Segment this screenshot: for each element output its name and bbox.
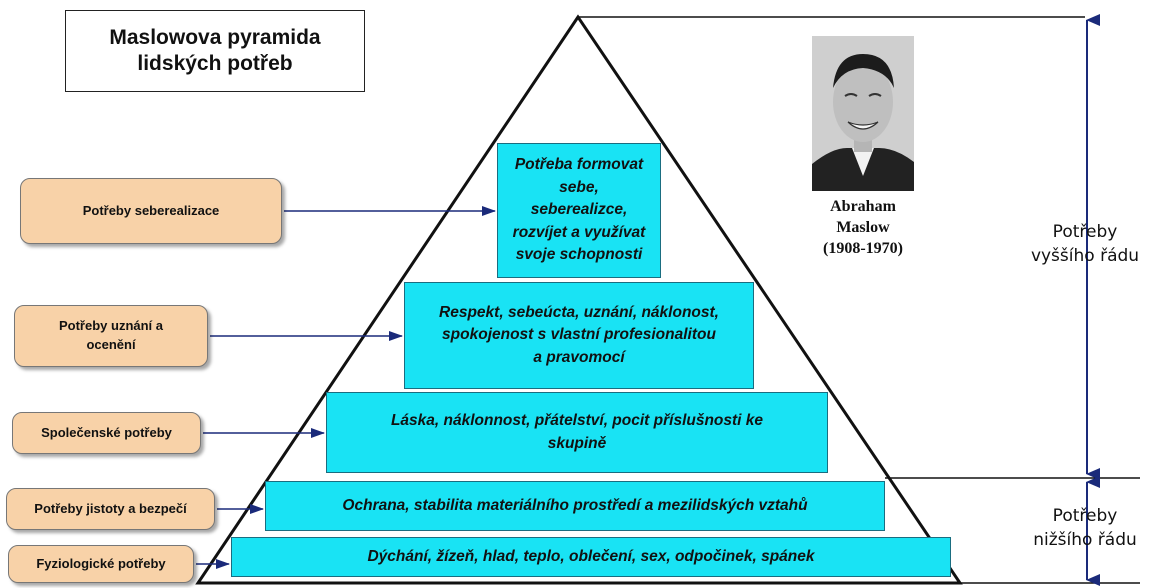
level-text: a pravomocí: [533, 348, 625, 366]
level-text: Ochrana, stabilita materiálního prostřed…: [342, 496, 808, 514]
caption-years: (1908-1970): [823, 239, 903, 257]
diagram-title-box: Maslowova pyramida lidských potřeb: [65, 10, 365, 92]
level-text: svoje schopnosti: [515, 246, 643, 264]
need-label: Fyziologické potřeby: [36, 555, 166, 571]
need-esteem: Potřeby uznání a ocenění: [14, 305, 208, 367]
level-text: Potřeba formovat: [514, 156, 644, 174]
level-text: Dýchání, žízeň, hlad, teplo, oblečení, s…: [367, 547, 815, 565]
need-label: ocenění: [86, 337, 136, 352]
need-safety: Potřeby jistoty a bezpečí: [6, 488, 215, 530]
portrait-caption: Abraham Maslow (1908-1970): [790, 197, 936, 259]
level-text: skupině: [547, 434, 607, 452]
label-line: nižšího řádu: [1033, 529, 1137, 550]
need-self-actualization: Potřeby seberealizace: [20, 178, 282, 244]
need-physiological: Fyziologické potřeby: [8, 545, 194, 583]
pyramid-level-safety: Ochrana, stabilita materiálního prostřed…: [265, 481, 885, 531]
label-line: vyššího řádu: [1030, 245, 1140, 266]
level-text: spokojenost s vlastní profesionalitou: [442, 326, 716, 344]
caption-last-name: Maslow: [836, 218, 890, 236]
level-text: Láska, náklonnost, přátelství, pocit pří…: [390, 412, 764, 430]
title-line-2: lidských potřeb: [137, 52, 293, 75]
need-label: Potřeby jistoty a bezpečí: [34, 500, 187, 516]
pyramid-level-self-actualization: Potřeba formovat sebe, seberealizce, roz…: [497, 143, 661, 278]
title-line-1: Maslowova pyramida: [109, 25, 321, 49]
pyramid-level-physiological: Dýchání, žízeň, hlad, teplo, oblečení, s…: [231, 537, 951, 577]
level-text: sebe,: [559, 178, 599, 196]
pyramid-outline: [195, 14, 963, 585]
pyramid-level-esteem: Respekt, sebeúcta, uznání, náklonost, sp…: [404, 282, 754, 389]
need-label: Společenské potřeby: [41, 424, 172, 440]
pyramid-level-social: Láska, náklonnost, přátelství, pocit pří…: [326, 392, 828, 473]
lower-needs-label: Potřeby nižšího řádu: [1020, 505, 1150, 553]
higher-needs-label: Potřeby vyššího řádu: [1020, 221, 1150, 269]
need-label: Potřeby seberealizace: [82, 202, 220, 218]
maslow-portrait-photo: [812, 36, 914, 191]
level-text: Respekt, sebeúcta, uznání, náklonost,: [439, 303, 719, 321]
need-label: Potřeby uznání a: [58, 318, 164, 334]
caption-first-name: Abraham: [830, 198, 896, 215]
level-text: rozvíjet a využívat: [512, 223, 646, 241]
level-text: seberealizce,: [530, 201, 628, 219]
label-line: Potřeby: [1052, 222, 1118, 242]
need-social: Společenské potřeby: [12, 412, 201, 454]
label-line: Potřeby: [1052, 506, 1118, 526]
